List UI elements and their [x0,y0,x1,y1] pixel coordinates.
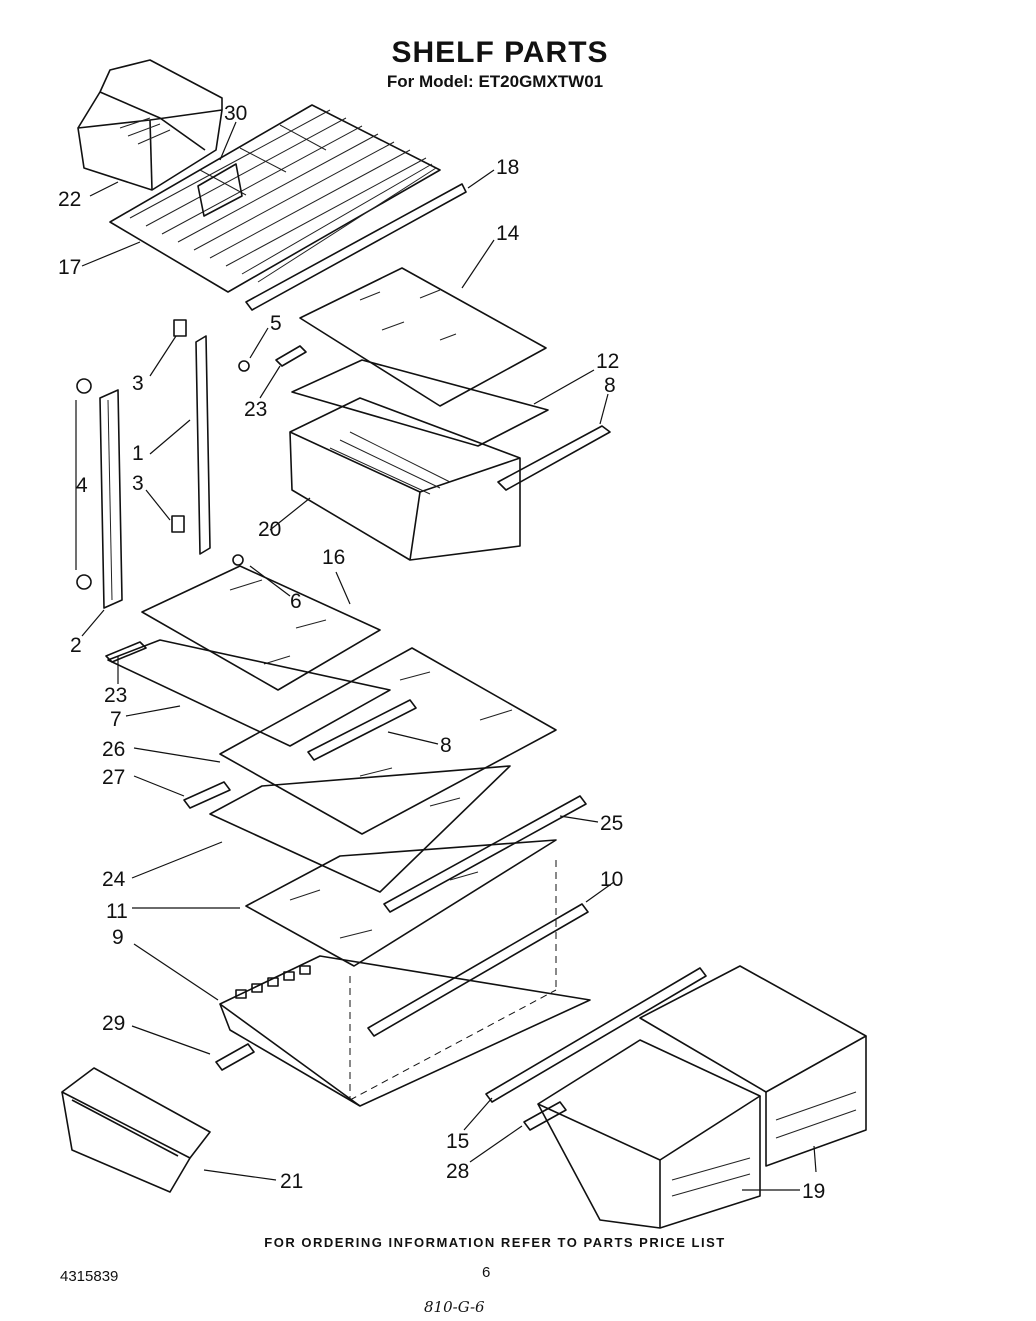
part-19-crisper-drawer-left [537,1039,761,1229]
callout-4: 4 [76,474,88,497]
part-27-rail [183,781,231,809]
part-2-ladder-left [99,389,123,609]
part-19-crisper-drawer-right [639,965,867,1167]
callout-30: 30 [224,102,247,125]
page-number: 6 [482,1264,491,1281]
callout-17: 17 [58,256,81,279]
part-14-glass-shelf [299,267,547,407]
callout-14: 14 [496,222,520,245]
part-29-rail [215,1043,255,1071]
callout-22: 22 [58,188,81,211]
callout-20: 20 [258,518,281,541]
callout-24: 24 [102,868,126,891]
callout-5: 5 [270,312,282,335]
callout-15: 15 [446,1130,469,1153]
handwritten-note: 810-G-6 [424,1298,485,1316]
callout-11: 11 [106,900,128,923]
callout-28: 28 [446,1160,469,1183]
callout-labels: 22 30 18 17 14 5 3 23 12 8 1 4 3 20 16 6… [58,102,825,1203]
part-25-rail [383,795,587,913]
callout-7: 7 [110,708,122,731]
callout-19: 19 [802,1180,825,1203]
callout-16: 16 [322,546,345,569]
part-5-screw [238,360,250,372]
callout-8-middle: 8 [440,734,452,757]
part-24-shelf-frame [209,765,511,893]
part-8-rail-top [497,425,611,491]
callout-10: 10 [600,868,623,891]
model-subtitle: For Model: ET20GMXTW01 [386,72,604,91]
document-number: 4315839 [60,1268,119,1285]
callout-2: 2 [70,634,82,657]
part-30-shelf-divider [197,163,243,217]
part-12-shelf-frame [291,359,549,447]
part-9-pan-frame [219,955,591,1107]
callout-8-top: 8 [604,374,616,397]
part-4-end-cap [76,378,92,590]
callout-6: 6 [290,590,302,613]
part-8-rail-middle [307,699,417,761]
callout-29: 29 [102,1012,125,1035]
part-16-glass-shelf [141,565,381,691]
callout-27: 27 [102,766,125,789]
callout-3-bottom: 3 [132,472,144,495]
part-23-rail-middle [105,641,147,663]
callout-23-middle: 23 [104,684,127,707]
page-title: SHELF PARTS [391,36,609,69]
part-6-screw [232,554,244,566]
part-23-rail-top [275,345,307,367]
callout-12: 12 [596,350,619,373]
callout-26: 26 [102,738,125,761]
part-1-ladder-right [195,335,211,555]
part-18-rail [245,183,467,311]
part-26-glass-shelf [219,647,557,835]
callout-9: 9 [112,926,124,949]
part-15-rail [485,967,707,1103]
callout-21: 21 [280,1170,303,1193]
part-11-glass-cover [245,839,557,967]
ordering-info-note: FOR ORDERING INFORMATION REFER TO PARTS … [264,1235,726,1250]
part-17-wire-shelf [109,104,441,293]
part-10-rail [367,903,589,1037]
callout-18: 18 [496,156,519,179]
callout-3-top: 3 [132,372,144,395]
part-20-drawer [289,397,521,561]
part-3-clip [171,319,187,533]
exploded-parts-diagram: 22 30 18 17 14 5 3 23 12 8 1 4 3 20 16 6… [58,59,867,1229]
part-21-bin [61,1067,211,1193]
part-7-shelf-frame [107,639,391,747]
callout-25: 25 [600,812,623,835]
part-22-door-bin [77,59,223,191]
callout-1: 1 [132,442,144,465]
callout-23-top: 23 [244,398,267,421]
leader-lines [75,121,817,1191]
